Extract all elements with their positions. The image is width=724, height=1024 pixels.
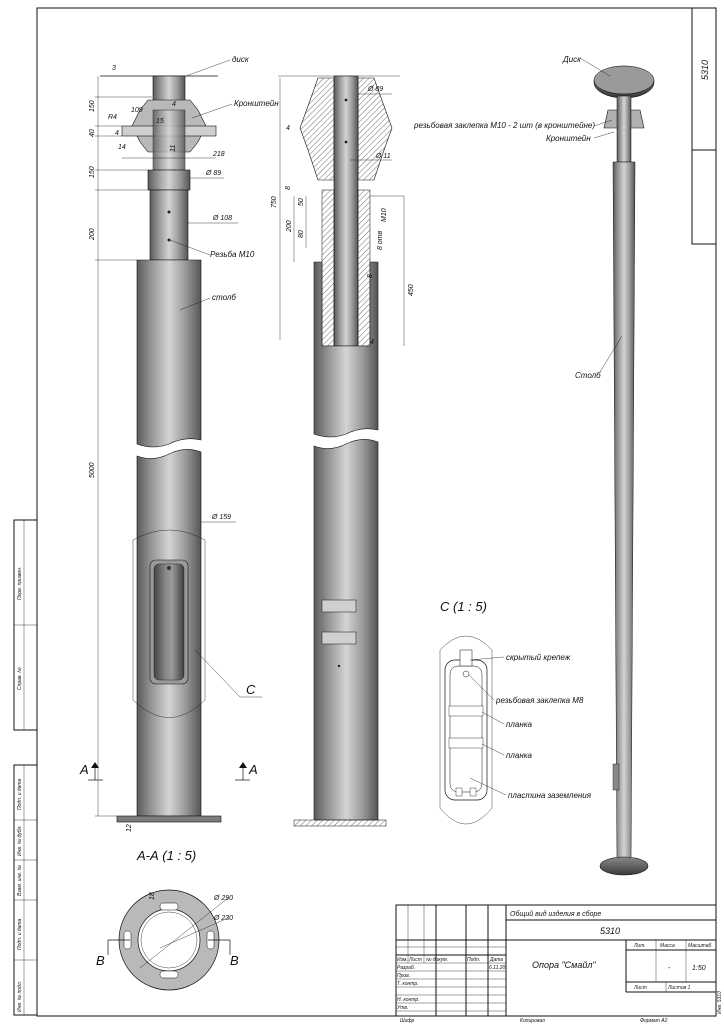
svg-text:Утв.: Утв. <box>397 1005 408 1011</box>
svg-text:Подп. и дата: Подп. и дата <box>17 778 23 810</box>
svg-text:Справ. №: Справ. № <box>17 667 23 690</box>
svg-text:Перв. примен.: Перв. примен. <box>17 567 23 600</box>
svg-text:резьбовая заклепка М8: резьбовая заклепка М8 <box>495 696 584 705</box>
svg-text:Ø 89: Ø 89 <box>367 86 383 93</box>
svg-text:80: 80 <box>298 230 305 238</box>
detail-c-marker: C <box>246 682 256 697</box>
svg-text:Подп. и дата: Подп. и дата <box>17 918 23 950</box>
section-aa: А-А (1 : 5) Ø 290 Ø 230 18 В В <box>96 848 239 991</box>
svg-text:Ø 290: Ø 290 <box>213 895 233 902</box>
svg-text:Изм.: Изм. <box>397 957 408 963</box>
corner-number: 5310 <box>700 60 710 80</box>
title-block: Общий вид изделия в сборе 5310 Опора "См… <box>395 904 723 1024</box>
svg-text:планка: планка <box>506 751 533 760</box>
svg-text:-: - <box>668 965 671 972</box>
svg-text:Столб: Столб <box>575 371 601 380</box>
svg-text:8: 8 <box>367 274 374 278</box>
svg-text:200: 200 <box>286 220 293 233</box>
svg-text:4: 4 <box>286 125 290 132</box>
svg-text:резьбовая заклепка М10 - 2 шт: резьбовая заклепка М10 - 2 шт (в кронште… <box>413 121 595 130</box>
svg-text:R4: R4 <box>108 114 117 121</box>
svg-text:4: 4 <box>172 101 176 108</box>
svg-text:Взам. инв. №: Взам. инв. № <box>17 864 23 896</box>
detail-c-title: С (1 : 5) <box>440 599 487 614</box>
svg-text:Подп.: Подп. <box>467 957 480 963</box>
svg-text:В: В <box>230 953 239 968</box>
svg-text:12: 12 <box>126 824 133 832</box>
left-stamp-strip: Перв. примен. Справ. № Подп. и дата Инв.… <box>13 519 38 1016</box>
svg-text:Опора "Смайл": Опора "Смайл" <box>532 960 596 970</box>
svg-text:109: 109 <box>131 107 143 114</box>
svg-text:Инв. № подл.: Инв. № подл. <box>17 981 23 1012</box>
svg-text:Ø 11: Ø 11 <box>375 153 391 160</box>
svg-text:450: 450 <box>408 284 415 296</box>
svg-text:Шифр: Шифр <box>400 1018 415 1024</box>
svg-text:Резьба М10: Резьба М10 <box>210 250 255 259</box>
svg-text:Разраб.: Разраб. <box>397 965 415 971</box>
svg-text:8 отв: 8 отв <box>377 230 384 250</box>
svg-text:диск: диск <box>232 55 250 64</box>
svg-text:Общий вид изделия в сборе: Общий вид изделия в сборе <box>510 910 601 918</box>
svg-text:Кронштейн: Кронштейн <box>546 134 591 143</box>
corner-box <box>691 7 717 245</box>
section-aa-title: А-А (1 : 5) <box>136 848 196 863</box>
svg-text:Пров.: Пров. <box>397 973 410 979</box>
svg-text:15: 15 <box>156 118 164 125</box>
svg-text:5000: 5000 <box>89 462 96 478</box>
svg-text:столб: столб <box>212 293 236 302</box>
svg-text:№ докум.: № докум. <box>426 957 448 963</box>
svg-text:218: 218 <box>212 151 225 158</box>
svg-text:Копировал: Копировал <box>520 1018 545 1024</box>
svg-text:планка: планка <box>506 720 533 729</box>
svg-text:Ø 89: Ø 89 <box>205 170 221 177</box>
svg-text:Т. контр.: Т. контр. <box>397 981 419 987</box>
svg-text:40: 40 <box>89 129 96 137</box>
svg-text:пластина заземления: пластина заземления <box>508 791 592 800</box>
svg-text:М10: М10 <box>381 208 388 222</box>
svg-text:18: 18 <box>149 892 156 900</box>
svg-text:4: 4 <box>370 339 374 346</box>
svg-text:В: В <box>96 953 105 968</box>
svg-text:5310: 5310 <box>600 926 620 936</box>
svg-text:Ø 108: Ø 108 <box>212 215 232 222</box>
svg-text:Лист: Лист <box>408 957 422 963</box>
svg-text:1:50: 1:50 <box>692 965 706 972</box>
svg-text:A: A <box>248 762 258 777</box>
svg-text:4: 4 <box>115 130 119 137</box>
svg-text:14: 14 <box>118 144 126 151</box>
svg-text:скрытый крепеж: скрытый крепеж <box>506 653 571 662</box>
svg-text:Лит.: Лит. <box>633 943 646 949</box>
svg-text:6.11.20: 6.11.20 <box>489 965 506 971</box>
svg-text:Дата: Дата <box>489 957 503 963</box>
svg-text:50: 50 <box>298 198 305 206</box>
view-iso-pole: Диск резьбовая заклепка М10 - 2 шт (в кр… <box>413 55 655 876</box>
outer-frame <box>36 7 717 1017</box>
svg-text:Листов 1: Листов 1 <box>667 985 691 991</box>
svg-text:Масштаб: Масштаб <box>688 943 712 949</box>
svg-text:A: A <box>79 762 89 777</box>
svg-text:Инв. 5310: Инв. 5310 <box>717 991 723 1014</box>
svg-text:Лист: Лист <box>633 985 647 991</box>
svg-text:Кронштейн: Кронштейн <box>234 99 279 108</box>
svg-text:3: 3 <box>112 65 116 72</box>
svg-text:Диск: Диск <box>562 55 582 64</box>
svg-text:Ø 230: Ø 230 <box>213 915 233 922</box>
svg-text:750: 750 <box>271 196 278 208</box>
svg-text:11: 11 <box>170 145 177 152</box>
svg-text:Инв. № дубл.: Инв. № дубл. <box>17 825 23 856</box>
view-section-pole: Ø 89 Ø 11 4 750 8 200 50 80 М10 8 отв 8 … <box>271 75 415 827</box>
svg-text:8: 8 <box>285 186 292 190</box>
svg-text:150: 150 <box>89 166 96 178</box>
view-front-pole: C A A 3 150 40 150 200 5000 12 R4 109 15… <box>79 55 279 832</box>
svg-text:200: 200 <box>89 228 96 241</box>
svg-text:Н. контр.: Н. контр. <box>397 997 420 1003</box>
detail-c: С (1 : 5) скрытый крепеж резьбовая закле… <box>439 599 592 825</box>
svg-text:Формат А2: Формат А2 <box>640 1018 668 1024</box>
svg-text:150: 150 <box>89 100 96 112</box>
svg-text:Ø 159: Ø 159 <box>211 514 231 521</box>
svg-text:Масса: Масса <box>660 943 675 949</box>
